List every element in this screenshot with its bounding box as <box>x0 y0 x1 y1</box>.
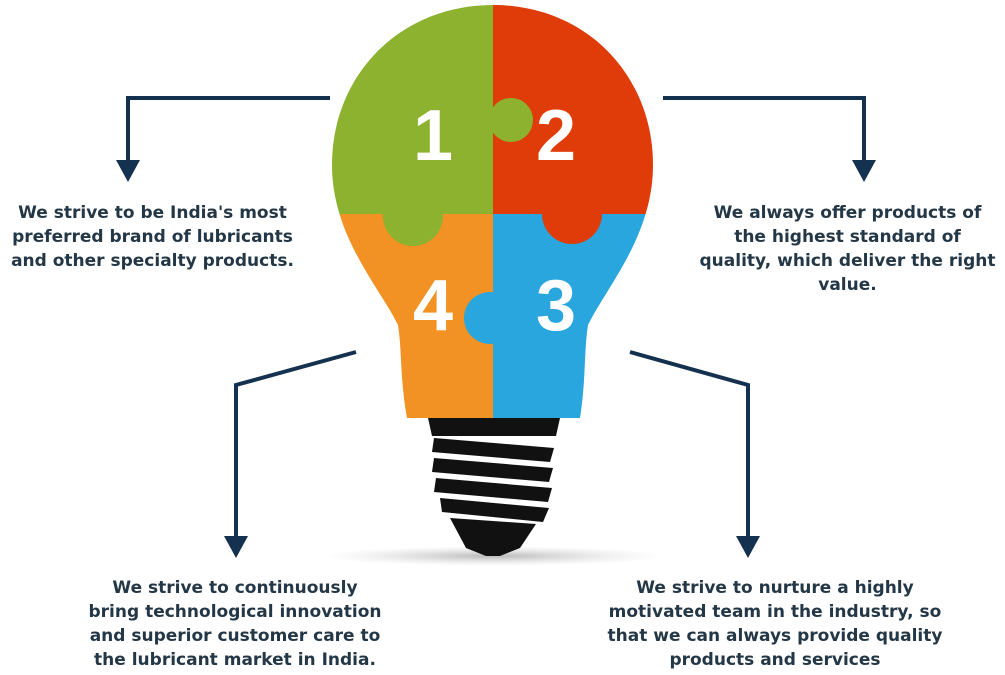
piece-number-3: 3 <box>536 266 576 346</box>
arrowhead-1 <box>116 160 140 182</box>
puzzle-knob-1-4 <box>383 186 443 246</box>
arrow-line-1 <box>126 96 330 165</box>
piece-number-4: 4 <box>413 266 453 346</box>
arrowhead-3 <box>224 536 248 558</box>
puzzle-piece-1 <box>332 5 493 214</box>
piece-number-2: 2 <box>536 96 576 176</box>
bulb-glass <box>332 5 653 418</box>
puzzle-knob-3-4 <box>464 292 516 344</box>
puzzle-knob-1-2 <box>489 98 533 142</box>
arrow-line-4 <box>629 350 750 540</box>
caption-piece-1: We strive to be India's most preferred b… <box>11 203 294 271</box>
caption-piece-4: We strive to continuously bring technolo… <box>88 578 382 670</box>
arrowhead-2 <box>852 160 876 182</box>
caption-piece-2: We always offer products of the highest … <box>699 203 996 295</box>
arrowheads <box>116 160 876 558</box>
arrow-line-3 <box>234 350 357 540</box>
puzzle-piece-3 <box>493 214 653 418</box>
piece-number-1: 1 <box>413 96 453 176</box>
caption-piece-3: We strive to nurture a highly motivated … <box>607 578 943 670</box>
arrowhead-4 <box>736 536 760 558</box>
bulb-base <box>428 418 560 556</box>
puzzle-knob-2-3 <box>542 184 602 244</box>
connector-arrows <box>126 96 866 540</box>
arrow-line-2 <box>663 96 866 165</box>
